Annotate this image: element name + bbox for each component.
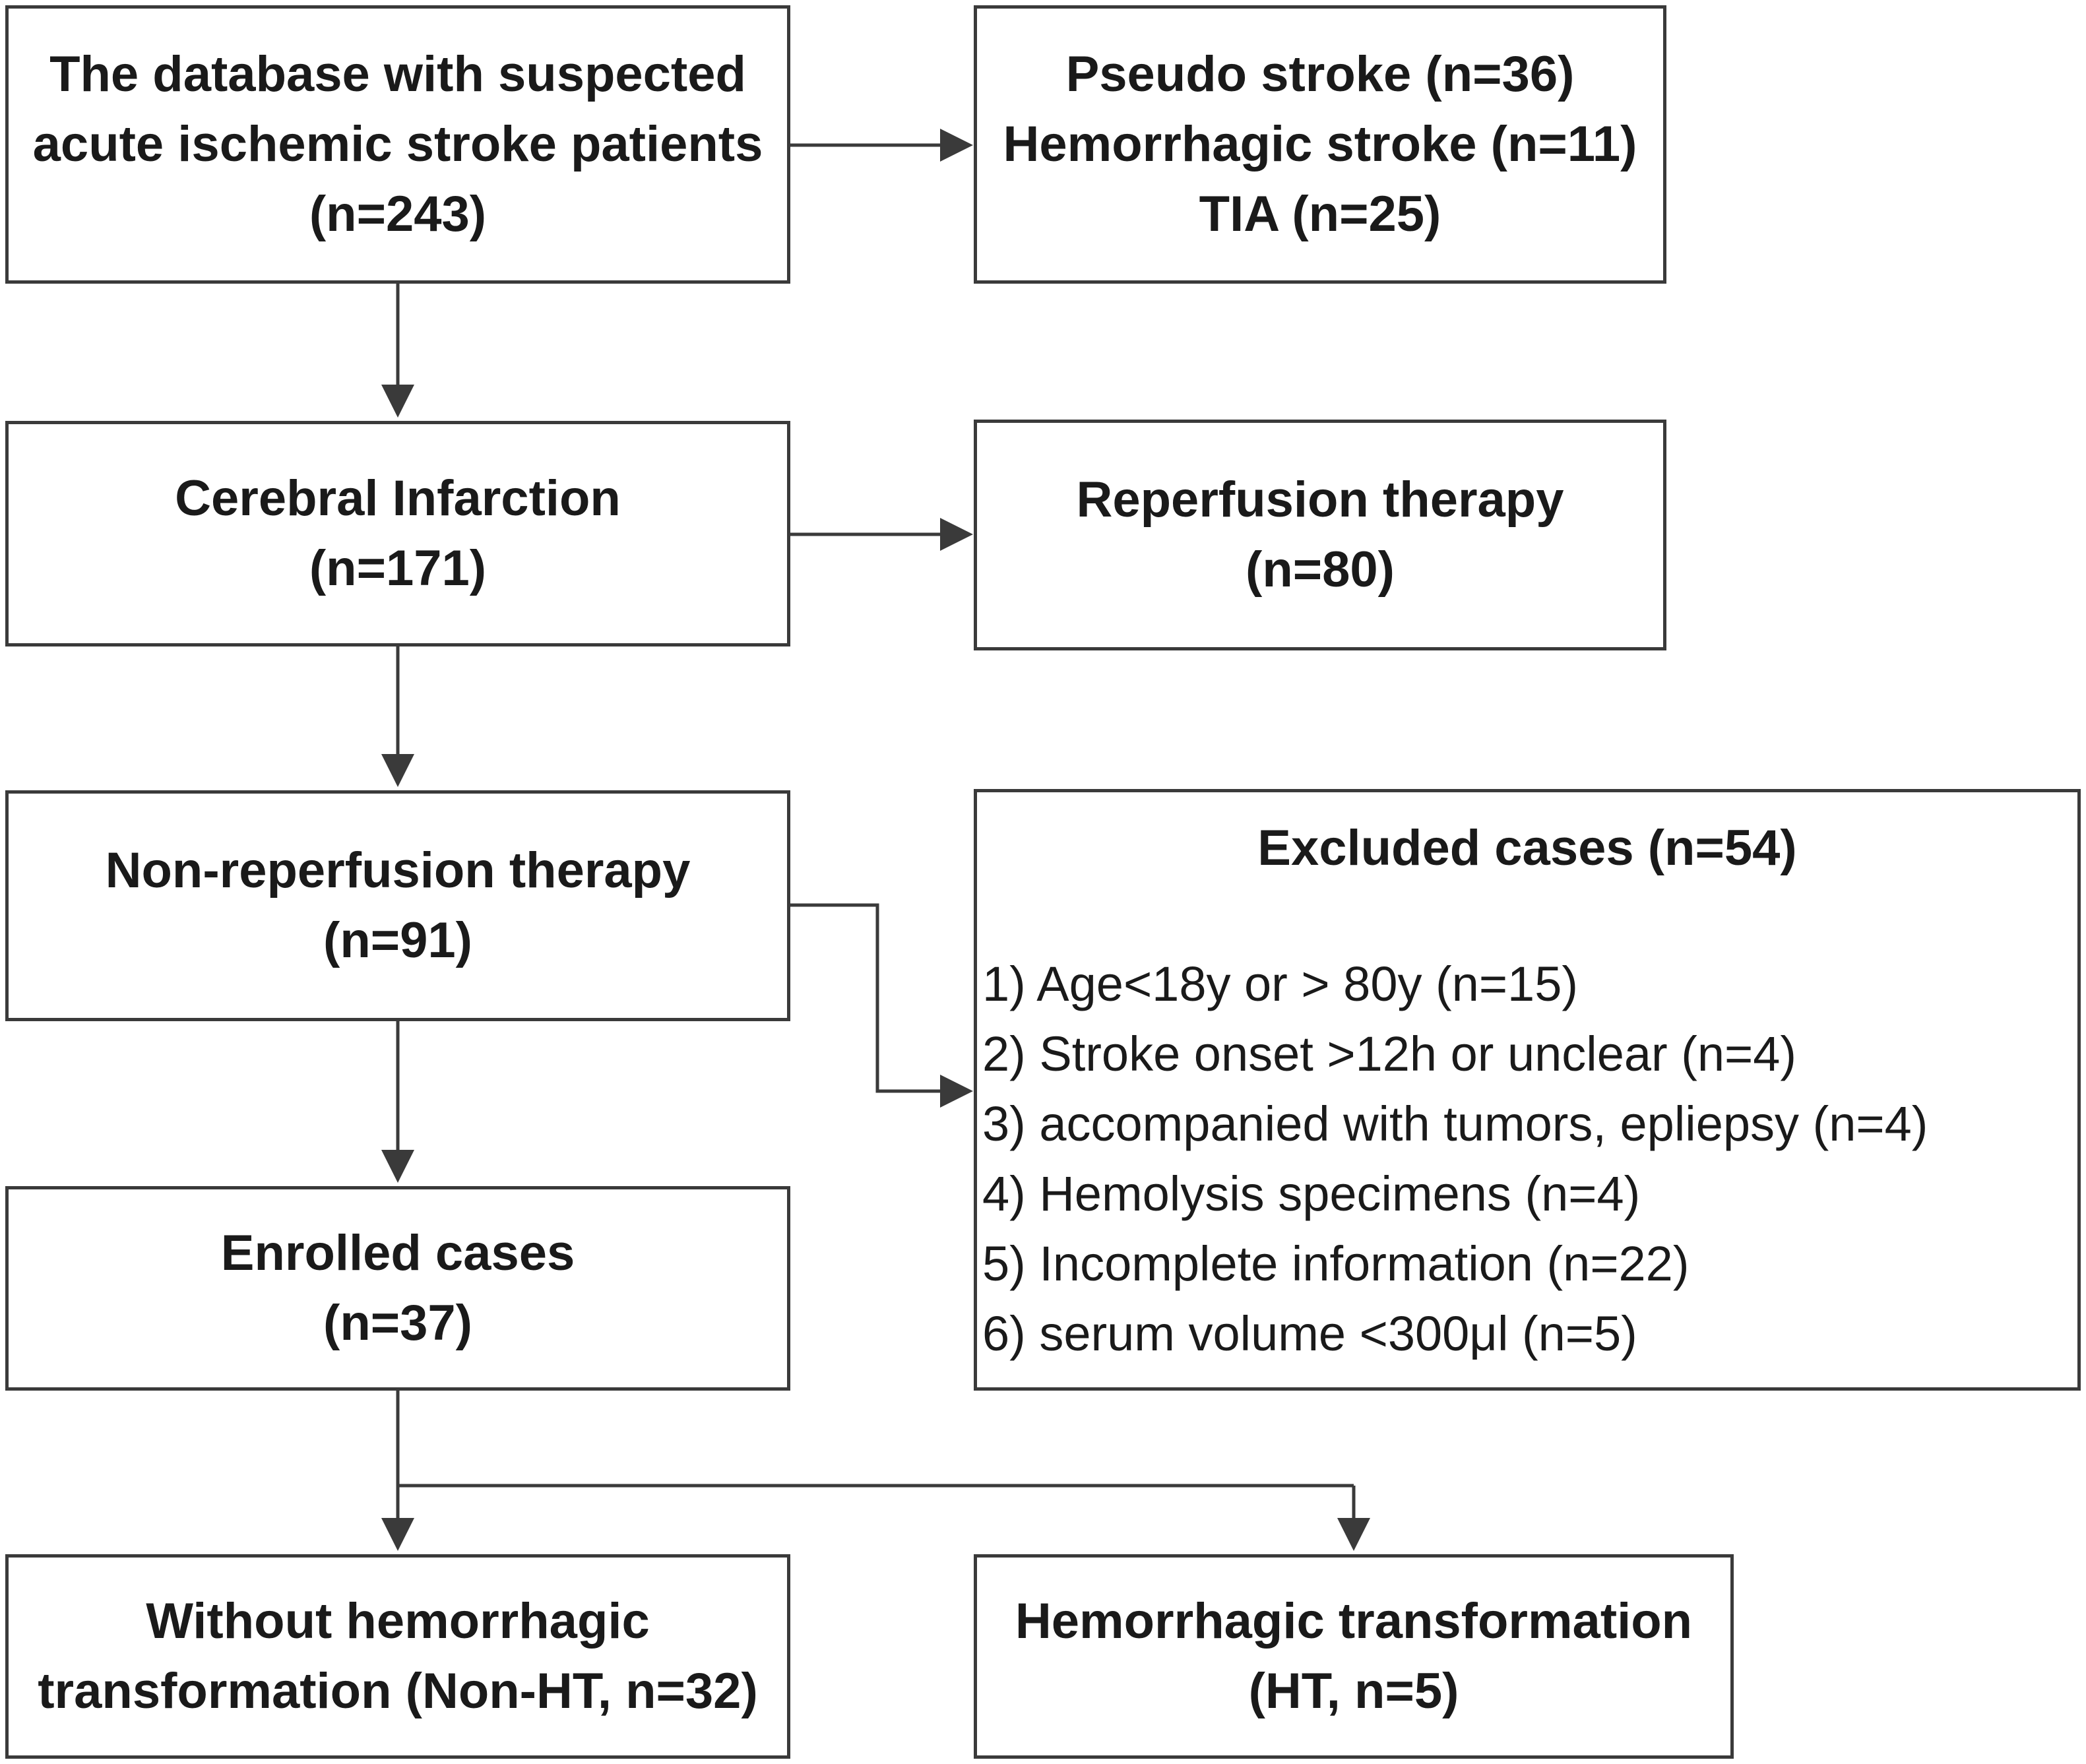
- arrow-nonreperfusion-to-excluded: [790, 903, 973, 1108]
- enrolled-line-1: Enrolled cases: [220, 1225, 575, 1281]
- excluded-cases-list: 1) Age<18y or > 80y (n=15) 2) Stroke ons…: [977, 949, 2077, 1369]
- excluded-initial-line-3: TIA (n=25): [1199, 186, 1441, 242]
- ht-line-2: (HT, n=5): [1248, 1663, 1459, 1719]
- excluded-cases-title: Excluded cases (n=54): [1257, 820, 1797, 876]
- nonht-line-1: Without hemorrhagic: [146, 1593, 650, 1649]
- excluded-item-1: 1) Age<18y or > 80y (n=15): [982, 957, 1578, 1011]
- excluded-item-4: 4) Hemolysis specimens (n=4): [982, 1166, 1641, 1221]
- database-box: The database with suspected acute ischem…: [5, 5, 790, 284]
- infarction-line-1: Cerebral Infarction: [175, 470, 621, 526]
- non-ht-box: Without hemorrhagic transformation (Non-…: [5, 1554, 790, 1759]
- nonreperfusion-line-2: (n=91): [323, 912, 472, 968]
- cerebral-infarction-box: Cerebral Infarction (n=171): [5, 421, 790, 646]
- nonreperfusion-line-1: Non-reperfusion therapy: [105, 842, 691, 898]
- ht-line-1: Hemorrhagic transformation: [1015, 1593, 1693, 1649]
- enrolled-line-2: (n=37): [323, 1295, 472, 1351]
- excluded-item-6: 6) serum volume <300μl (n=5): [982, 1306, 1637, 1361]
- database-line-1: The database with suspected: [49, 46, 746, 102]
- nonht-line-2: transformation (Non-HT, n=32): [38, 1663, 758, 1719]
- infarction-line-2: (n=171): [309, 540, 487, 596]
- excluded-initial-line-1: Pseudo stroke (n=36): [1065, 46, 1575, 102]
- enrolled-cases-box: Enrolled cases (n=37): [5, 1186, 790, 1391]
- reperfusion-box: Reperfusion therapy (n=80): [974, 420, 1666, 650]
- excluded-item-5: 5) Incomplete information (n=22): [982, 1236, 1690, 1291]
- excluded-initial-box: Pseudo stroke (n=36) Hemorrhagic stroke …: [974, 5, 1666, 284]
- reperfusion-line-1: Reperfusion therapy: [1076, 472, 1564, 528]
- excluded-item-3: 3) accompanied with tumors, epliepsy (n=…: [982, 1096, 1928, 1151]
- database-line-2: acute ischemic stroke patients: [32, 116, 763, 172]
- ht-box: Hemorrhagic transformation (HT, n=5): [974, 1554, 1734, 1759]
- database-line-3: (n=243): [309, 186, 487, 242]
- excluded-cases-box: Excluded cases (n=54) 1) Age<18y or > 80…: [974, 789, 2081, 1391]
- reperfusion-line-2: (n=80): [1246, 542, 1395, 598]
- non-reperfusion-box: Non-reperfusion therapy (n=91): [5, 790, 790, 1021]
- excluded-item-2: 2) Stroke onset >12h or unclear (n=4): [982, 1026, 1797, 1081]
- excluded-initial-line-2: Hemorrhagic stroke (n=11): [1003, 116, 1637, 172]
